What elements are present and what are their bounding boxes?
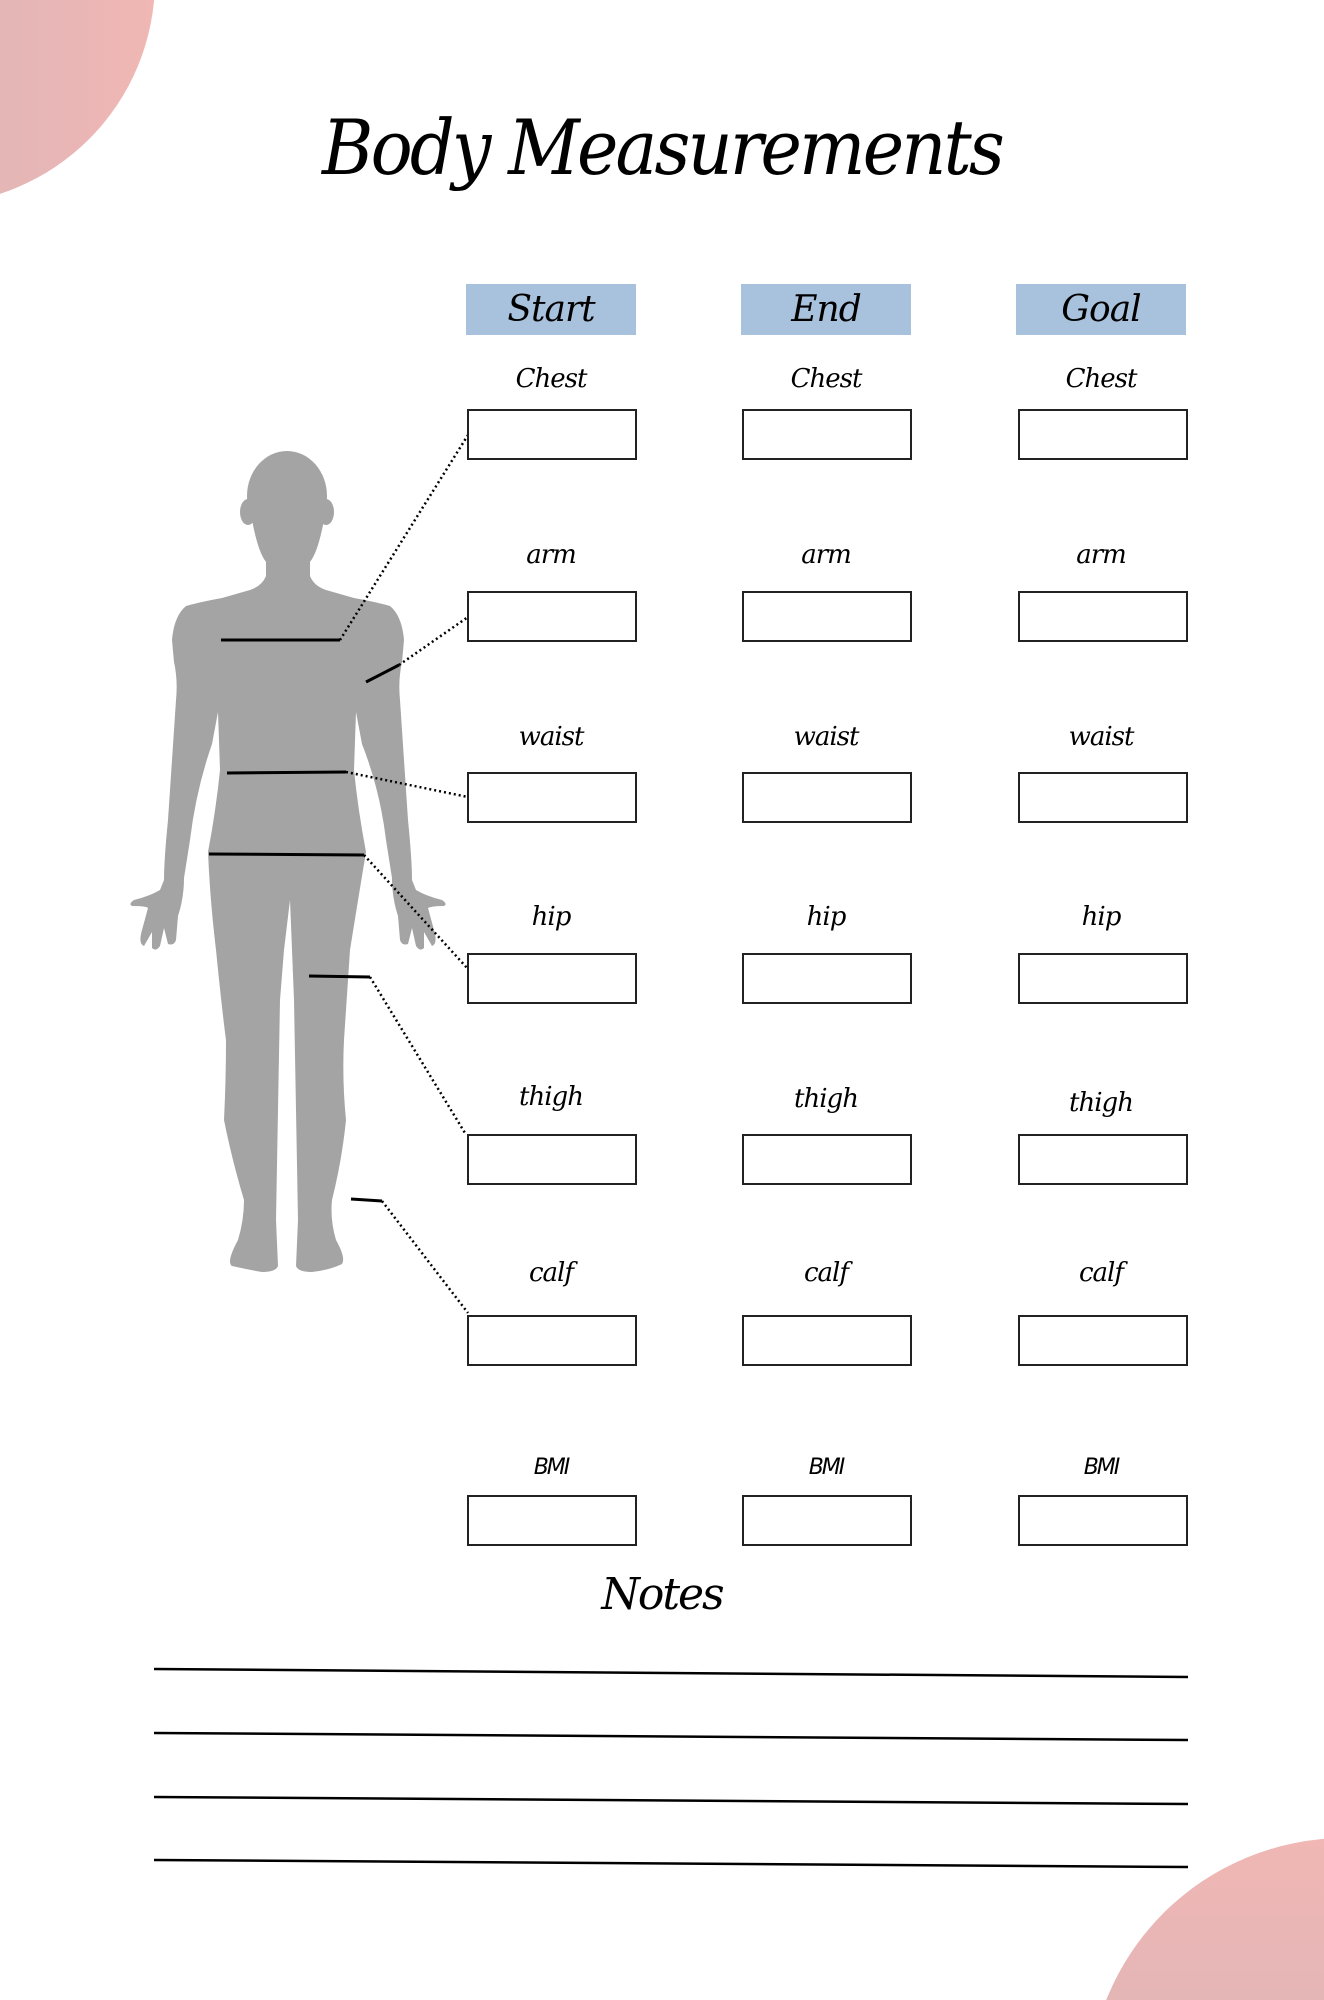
hip-goal-input[interactable] [1018, 953, 1188, 1004]
column-header-start: Start [466, 284, 636, 335]
notes-line-4-area[interactable] [154, 1822, 1188, 1866]
thigh-marker-line [308, 974, 371, 979]
bmi-end-input[interactable] [742, 1495, 912, 1546]
thigh-label-start: thigh [519, 1082, 584, 1112]
waist-start-input[interactable] [467, 772, 637, 823]
chest-label-start: Chest [515, 364, 588, 394]
chest-label-end: Chest [790, 364, 863, 394]
calf-goal-input[interactable] [1018, 1315, 1188, 1366]
notes-lines [153, 1667, 1189, 1869]
arm-label-start: arm [526, 540, 577, 570]
notes-line-1-area[interactable] [154, 1630, 1188, 1674]
thigh-start-input[interactable] [467, 1134, 637, 1185]
pointer-lines [338, 434, 470, 1314]
waist-label-start: waist [518, 722, 585, 752]
thigh-goal-input[interactable] [1018, 1134, 1188, 1185]
waist-marker-line [226, 770, 347, 775]
corner-circle-top-left [0, 0, 155, 194]
notes-title: Notes [601, 1569, 724, 1620]
chest-start-input[interactable] [467, 409, 637, 460]
thigh-label-end: thigh [794, 1084, 859, 1114]
calf-start-input[interactable] [467, 1315, 637, 1366]
calf-label-start: calf [528, 1258, 574, 1288]
chest-goal-input[interactable] [1018, 409, 1188, 460]
bmi-label-end: BMI [808, 1455, 846, 1480]
notes-line [153, 1667, 1189, 1679]
notes-line-2-area[interactable] [154, 1694, 1188, 1738]
arm-label-goal: arm [1076, 540, 1127, 570]
page-title: Body Measurements [321, 103, 1005, 192]
arm-start-input[interactable] [467, 591, 637, 642]
waist-label-goal: waist [1068, 722, 1135, 752]
thigh-label-goal: thigh [1069, 1088, 1134, 1118]
hip-label-start: hip [531, 902, 572, 932]
hip-start-input[interactable] [467, 953, 637, 1004]
hip-label-goal: hip [1081, 902, 1122, 932]
bmi-label-goal: BMI [1083, 1455, 1121, 1480]
chest-end-input[interactable] [742, 409, 912, 460]
calf-marker-line [350, 1197, 383, 1203]
waist-end-input[interactable] [742, 772, 912, 823]
waist-goal-input[interactable] [1018, 772, 1188, 823]
bmi-label-start: BMI [533, 1455, 571, 1480]
notes-line-3-area[interactable] [154, 1758, 1188, 1802]
measurement-markers [208, 638, 400, 1203]
calf-label-end: calf [803, 1258, 849, 1288]
arm-marker-line [365, 663, 400, 684]
column-header-end: End [741, 284, 911, 335]
bmi-start-input[interactable] [467, 1495, 637, 1546]
arm-label-end: arm [801, 540, 852, 570]
bmi-goal-input[interactable] [1018, 1495, 1188, 1546]
arm-goal-input[interactable] [1018, 591, 1188, 642]
hip-label-end: hip [806, 902, 847, 932]
human-body-silhouette-icon [130, 451, 446, 1272]
waist-label-end: waist [793, 722, 860, 752]
notes-line [153, 1795, 1189, 1806]
notes-line [153, 1858, 1189, 1869]
calf-end-input[interactable] [742, 1315, 912, 1366]
calf-label-goal: calf [1078, 1258, 1124, 1288]
notes-line [153, 1731, 1189, 1742]
column-header-goal: Goal [1016, 284, 1186, 335]
thigh-end-input[interactable] [742, 1134, 912, 1185]
hip-marker-line [208, 852, 365, 857]
corner-circle-bottom-right [1106, 1838, 1324, 2000]
chest-label-goal: Chest [1065, 364, 1138, 394]
hip-end-input[interactable] [742, 953, 912, 1004]
arm-end-input[interactable] [742, 591, 912, 642]
